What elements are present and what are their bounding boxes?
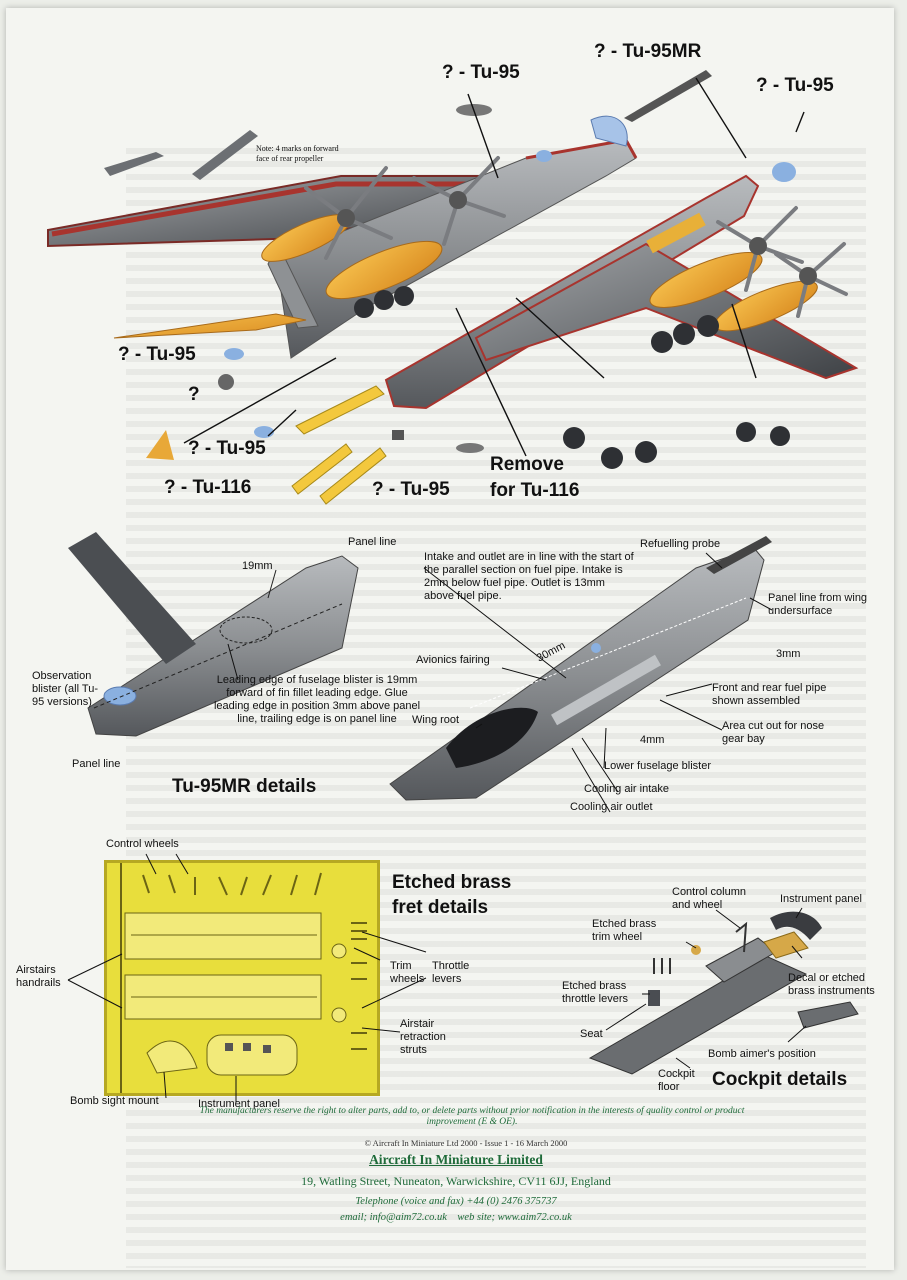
fuselage-blister-outline: [219, 616, 273, 644]
tailplane: [113, 313, 307, 339]
fret-leader-lines: [67, 853, 427, 1102]
bomb-bay-door-1: [295, 385, 385, 435]
blister-blue-3: [224, 348, 244, 360]
label-control-wheels: Control wheels: [106, 838, 179, 850]
etched-brass-fret: [104, 860, 380, 1096]
label-throttle-cockpit: Etched brass throttle levers: [562, 980, 629, 1005]
label-cockpit-floor: Cockpit floor: [658, 1068, 695, 1093]
small-part-disc: [456, 443, 484, 453]
label-3mm: 3mm: [776, 648, 801, 660]
label-panel-line-top: Panel line: [348, 536, 397, 548]
footer-company-name: Aircraft In Miniature Limited: [369, 1152, 543, 1167]
label-19mm: 19mm: [242, 560, 273, 572]
label-trim-wheel: Etched brass trim wheel: [592, 918, 657, 943]
label-cooling-air-outlet: Cooling air outlet: [570, 801, 653, 813]
label-decal-instruments: Decal or etched brass instruments: [788, 972, 875, 997]
assembly-arrows: [183, 77, 805, 457]
nacelle-3: [649, 252, 763, 308]
label-lower-fuselage-blister: Lower fuselage blister: [604, 760, 712, 772]
label-wing-root: Wing root: [412, 714, 460, 726]
cockpit-floor: [588, 955, 808, 1075]
throttle-lever-parts: [653, 958, 671, 974]
label-airstairs-handrails: Airstairs handrails: [16, 964, 61, 989]
wing-upper-detached-1: [104, 152, 164, 176]
main-gear-wheels: [354, 286, 790, 469]
label-avionics-fairing: Avionics fairing: [416, 654, 490, 666]
label-question: ?: [188, 384, 200, 405]
label-leading-edge-note: Leading edge of fuselage blister is 19mm…: [213, 674, 421, 725]
refuelling-probe-part: [706, 536, 772, 574]
label-tu95-bottom: ? - Tu-95: [372, 479, 450, 500]
fret-title-line2: fret details: [392, 897, 489, 918]
brass-instrument-panel: [763, 931, 809, 959]
footer-address: 19, Watling Street, Nuneaton, Warwickshi…: [301, 1174, 611, 1188]
label-instrument-panel-fret: Instrument panel: [198, 1098, 280, 1110]
label-tu95-right: ? - Tu-95: [756, 75, 834, 96]
label-trim-wheels: Trim wheels: [390, 960, 425, 985]
detail-leader-lines: [227, 552, 773, 813]
label-tu95-left: ? - Tu-95: [118, 344, 196, 365]
refuel-probe-part: [624, 70, 712, 122]
tail-section-fuselage: [87, 555, 359, 737]
right-wing: [474, 242, 859, 380]
wing-upper-detached-2: [192, 130, 258, 180]
blister-blue-1: [536, 150, 552, 162]
tu95mr-detail-diagram: [68, 532, 773, 813]
label-remove: Remove: [490, 454, 564, 475]
footer-disclaimer: The manufacturers reserve the right to a…: [199, 1106, 745, 1127]
propeller-note: Note: 4 marks on forward face of rear pr…: [256, 144, 339, 163]
instruction-sheet: ? - Tu-95 ? - Tu-95MR ? - Tu-95 Note: 4 …: [6, 8, 894, 1270]
cockpit-assembly-drawing: [588, 907, 859, 1075]
label-tu95mr-top: ? - Tu-95MR: [594, 41, 702, 62]
footer-copyright: © Aircraft In Miniature Ltd 2000 - Issue…: [364, 1138, 568, 1148]
label-area-cut-out: Area cut out for nose gear bay: [722, 720, 825, 745]
canopy-clear: [590, 115, 628, 147]
wing-root-fairing: [446, 707, 538, 768]
label-cooling-air-intake: Cooling air intake: [584, 783, 669, 795]
tu95mr-details-title: Tu-95MR details: [172, 776, 317, 797]
cut-out-area: [551, 654, 661, 726]
observation-blister: [103, 686, 137, 706]
blister-blue-2: [772, 162, 796, 182]
label-panel-line-bottom: Panel line: [72, 758, 121, 770]
label-4mm: 4mm: [640, 734, 665, 746]
bomb-bay-door-3: [319, 447, 387, 505]
label-panel-line-wing: Panel line from wing undersurface: [768, 592, 868, 617]
label-tu116-left: ? - Tu-116: [164, 477, 252, 498]
tail-section-fin: [68, 532, 196, 664]
bomb-bay-door-2: [291, 443, 353, 495]
exploded-assembly-diagram: [47, 70, 859, 505]
label-fuel-pipe: Front and rear fuel pipe shown assembled: [712, 682, 827, 707]
label-intake-note: Intake and outlet are in line with the s…: [424, 551, 634, 602]
label-tu95-top: ? - Tu-95: [442, 62, 520, 83]
footer-contact: email; info@aim72.co.uk web site; www.ai…: [340, 1212, 572, 1223]
label-observation-blister: Observation blister (all Tu-95 versions): [32, 670, 99, 708]
label-throttle-levers: Throttle levers: [432, 960, 470, 985]
label-control-column: Control column and wheel: [672, 886, 746, 911]
control-column-part: [735, 921, 748, 953]
bomb-aimer-position-part: [797, 1001, 859, 1029]
footer-telephone: Telephone (voice and fax) +44 (0) 2476 3…: [355, 1196, 557, 1207]
label-seat: Seat: [580, 1028, 603, 1040]
label-remove-for-tu116: for Tu-116: [490, 480, 580, 501]
label-tu95-mid: ? - Tu-95: [188, 438, 266, 459]
fret-title-line1: Etched brass: [392, 872, 512, 893]
label-bomb-sight-mount: Bomb sight mount: [70, 1095, 159, 1107]
label-airstair-struts: Airstair retraction struts: [400, 1018, 446, 1056]
bomb-bay-panel: [646, 212, 706, 254]
nose-blister: [591, 643, 601, 653]
label-instrument-panel-cockpit: Instrument panel: [780, 893, 862, 905]
small-part-box: [392, 430, 404, 440]
tail-cone-orange: [146, 430, 174, 460]
seat-part: [648, 990, 660, 1006]
label-bomb-aimer: Bomb aimer's position: [708, 1048, 816, 1060]
label-refuelling-probe: Refuelling probe: [640, 538, 721, 550]
nacelle-1: [325, 240, 443, 300]
cockpit-details-title: Cockpit details: [712, 1069, 848, 1090]
trim-wheel-part: [691, 945, 701, 955]
fret-parts-drawing: [120, 863, 367, 1093]
instrument-panel-part: [770, 911, 822, 940]
small-part-knob: [218, 374, 234, 390]
